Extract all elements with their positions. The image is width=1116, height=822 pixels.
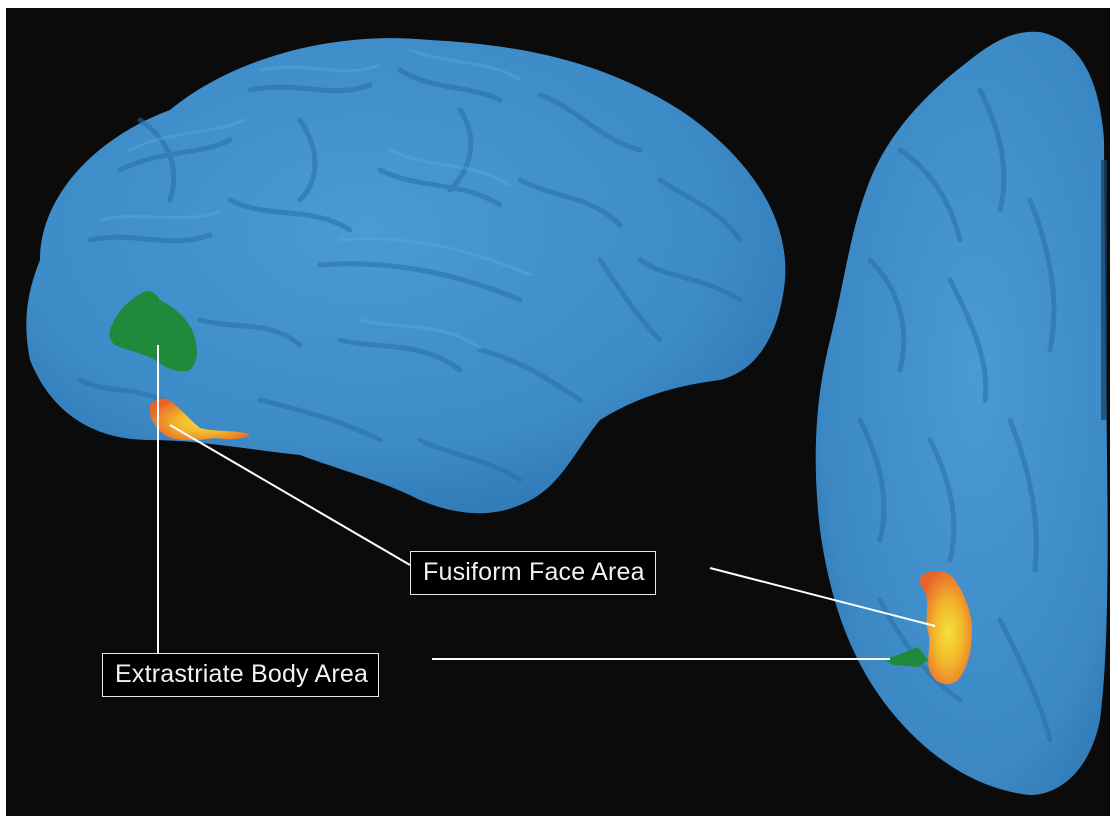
- fusiform-face-area-label: Fusiform Face Area: [410, 551, 656, 595]
- extrastriate-body-area-label: Extrastriate Body Area: [102, 653, 379, 697]
